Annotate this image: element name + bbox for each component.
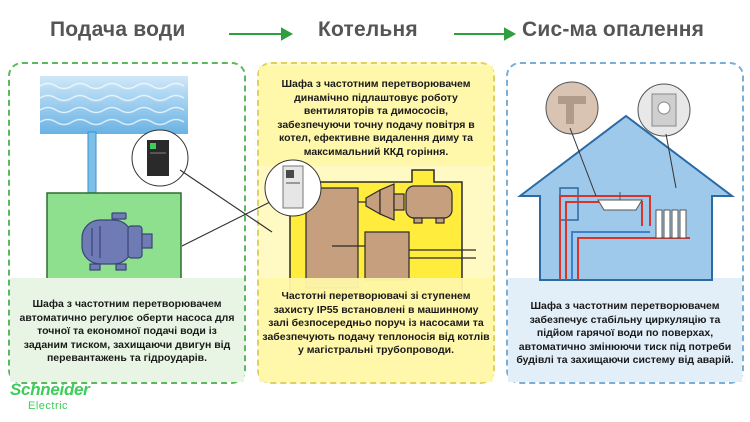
boiler-text-bottom-box: [259, 278, 493, 382]
water-waves: [39, 76, 188, 134]
heating-description: Шафа з частотним перетворювачем забезпеч…: [516, 300, 734, 366]
drive-cabinet-water-icon: [131, 129, 189, 187]
photo-faucet-icon: [545, 81, 599, 197]
boiler-text-top-box: [259, 66, 493, 166]
radiator-icon: [655, 209, 687, 239]
pump-box: [46, 192, 182, 280]
water-text-box: [10, 278, 244, 382]
boiler-bottom-description: Частотні перетворювачі зі ступенем захис…: [262, 290, 490, 356]
flow-arrow-1: [229, 27, 294, 41]
water-description: Шафа з частотним перетворювачем автомати…: [19, 298, 235, 364]
heading-heating-system: Сис-ма опалення: [522, 18, 705, 41]
sink-icon: [597, 192, 643, 211]
drive-cabinet-boiler-icon: [264, 159, 322, 217]
house-icon: [517, 114, 735, 281]
schneider-logo-sub: Electric: [28, 400, 69, 412]
schneider-logo: Schneider: [10, 380, 90, 399]
photo-boiler-icon: [637, 83, 691, 189]
connector-line: [179, 169, 273, 233]
flow-arrow-2: [454, 27, 517, 41]
connector-line: [181, 201, 271, 247]
heading-water-supply: Подача води: [50, 18, 186, 41]
heading-boiler-room: Котельня: [318, 18, 418, 41]
water-pipe: [87, 131, 97, 195]
boiler-top-description: Шафа з частотним перетворювачем динамічн…: [277, 78, 475, 158]
pump-motor-icon: [81, 212, 153, 271]
heating-text-box: [508, 278, 742, 382]
